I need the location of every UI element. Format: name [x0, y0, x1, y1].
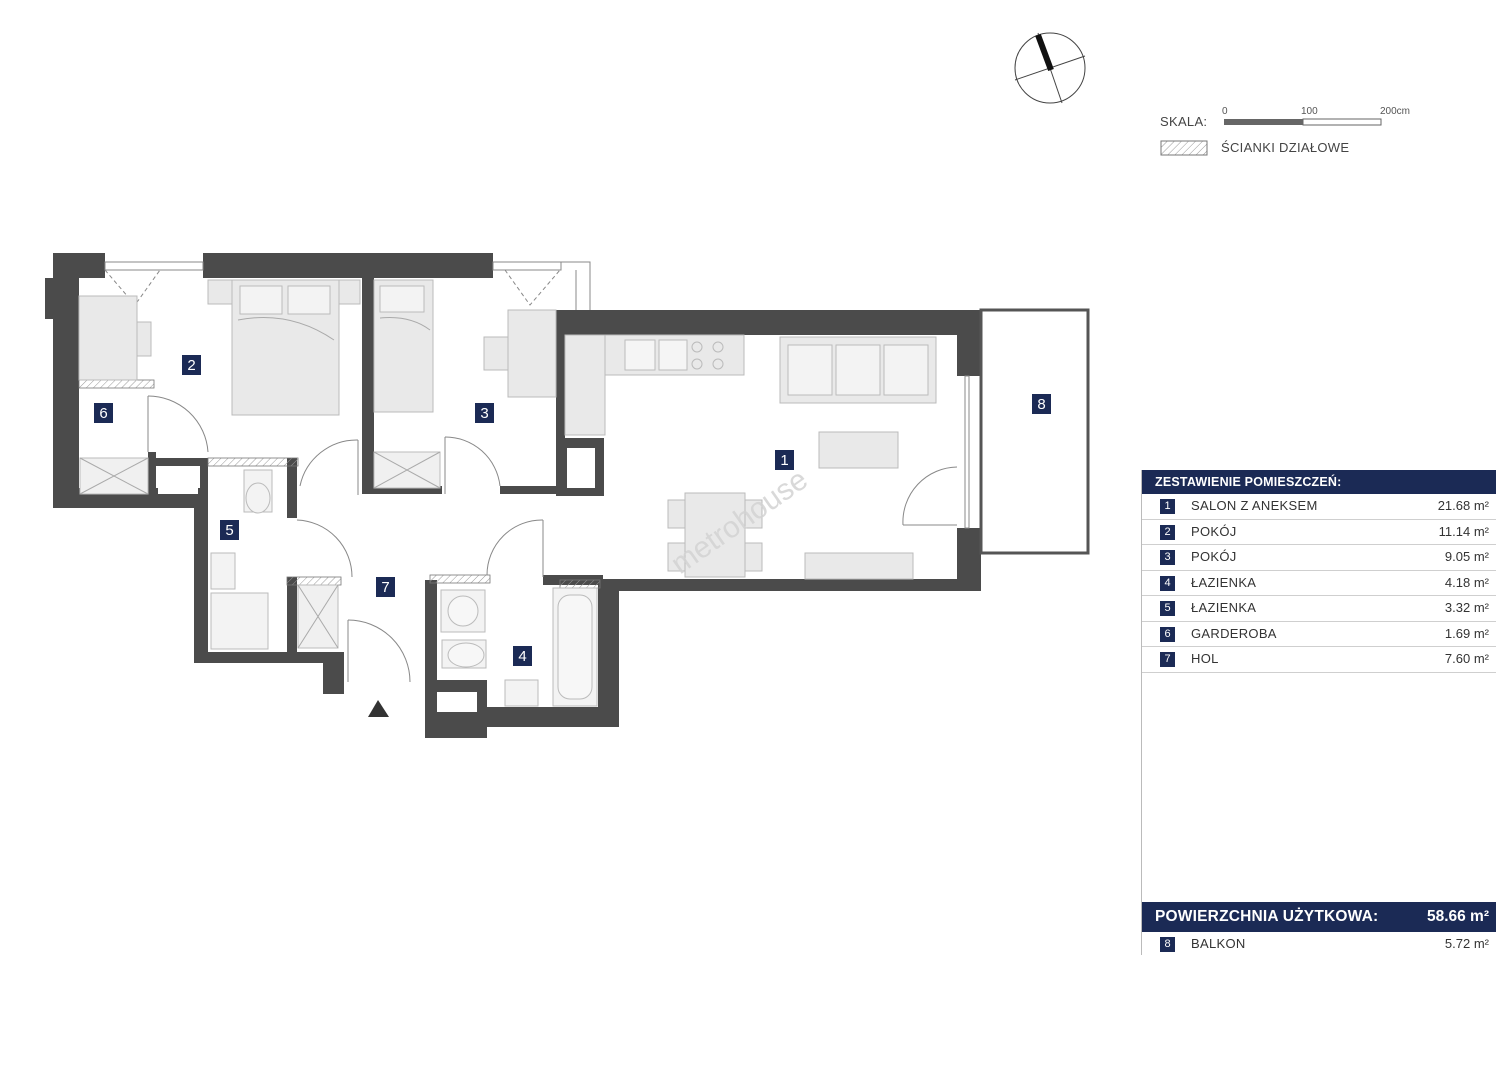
usable-area-value: 58.66 m² [1426, 908, 1489, 925]
table-row: 1 SALON Z ANEKSEM 21.68 m² [1142, 494, 1496, 520]
row-name: POKÓJ [1191, 523, 1237, 539]
table-row-balcony: 8 BALKON 5.72 m² [1142, 932, 1496, 957]
row-number: 2 [1160, 524, 1175, 540]
compass-icon [1014, 32, 1086, 104]
table-row: 2 POKÓJ 11.14 m² [1142, 520, 1496, 545]
row-number: 6 [1160, 626, 1175, 642]
scale-tick-200: 200cm [1380, 106, 1411, 117]
row-name: HOL [1191, 651, 1219, 666]
svg-text:6: 6 [99, 405, 107, 422]
svg-text:8: 8 [1037, 396, 1045, 413]
entrance-arrow-icon [368, 700, 389, 717]
row-number: 7 [1160, 652, 1175, 667]
top-windows [104, 261, 970, 529]
row-number: 4 [1160, 575, 1175, 591]
row-name: SALON Z ANEKSEM [1191, 498, 1318, 513]
row-area: 5.72 m² [1444, 936, 1489, 951]
balcony-outline [979, 308, 1090, 555]
row-area: 21.68 m² [1437, 498, 1489, 513]
row-area: 7.60 m² [1444, 651, 1489, 666]
room-label-2: 2 [182, 355, 201, 375]
row-area: 1.69 m² [1444, 625, 1489, 641]
scale-tick-100: 100 [1301, 106, 1318, 117]
room-label-4: 4 [513, 646, 532, 666]
row-number: 8 [1160, 937, 1175, 952]
room-labels: 1 2 3 4 5 6 7 8 [94, 355, 1051, 666]
row-area: 11.14 m² [1438, 523, 1489, 539]
scale-bar [1224, 118, 1382, 126]
usable-area-total: POWIERZCHNIA UŻYTKOWA: 58.66 m² [1142, 902, 1496, 932]
svg-text:3: 3 [480, 405, 488, 422]
svg-text:5: 5 [225, 522, 233, 539]
row-name: GARDEROBA [1191, 625, 1277, 641]
row-number: 5 [1160, 601, 1175, 616]
room-label-3: 3 [475, 403, 494, 423]
room-label-7: 7 [376, 577, 395, 597]
table-row: 6 GARDEROBA 1.69 m² [1142, 622, 1496, 647]
rooms-table-title: ZESTAWIENIE POMIESZCZEŃ: [1142, 470, 1496, 494]
door-swings [147, 395, 958, 683]
room-label-6: 6 [94, 403, 113, 423]
table-row: 3 POKÓJ 9.05 m² [1142, 545, 1496, 571]
scale-label: SKALA: [1160, 114, 1208, 129]
row-name: POKÓJ [1191, 549, 1237, 564]
row-number: 1 [1160, 499, 1175, 514]
row-area: 3.32 m² [1444, 600, 1489, 615]
row-name: ŁAZIENKA [1191, 574, 1257, 590]
usable-area-label: POWIERZCHNIA UŻYTKOWA: [1155, 908, 1379, 925]
row-area: 4.18 m² [1444, 574, 1489, 590]
partition-wall-swatch [1160, 140, 1208, 156]
table-row: 7 HOL 7.60 m² [1142, 647, 1496, 673]
row-area: 9.05 m² [1444, 549, 1489, 564]
table-row: 4 ŁAZIENKA 4.18 m² [1142, 571, 1496, 596]
svg-text:2: 2 [187, 357, 195, 374]
outer-walls [45, 253, 981, 738]
row-name: ŁAZIENKA [1191, 600, 1257, 615]
legend-partition-walls: ŚCIANKI DZIAŁOWE [1221, 140, 1350, 155]
scale-tick-0: 0 [1222, 106, 1228, 117]
room-label-8: 8 [1032, 394, 1051, 414]
svg-text:7: 7 [381, 579, 389, 596]
row-number: 3 [1160, 550, 1175, 565]
svg-text:4: 4 [518, 648, 526, 665]
table-row: 5 ŁAZIENKA 3.32 m² [1142, 596, 1496, 622]
room-label-5: 5 [220, 520, 239, 540]
rooms-table: ZESTAWIENIE POMIESZCZEŃ: 1 SALON Z ANEKS… [1141, 470, 1496, 955]
row-name: BALKON [1191, 936, 1246, 951]
furniture [78, 279, 937, 707]
room-label-1: 1 [775, 450, 794, 470]
partition-walls [78, 379, 601, 589]
svg-text:1: 1 [780, 452, 788, 469]
